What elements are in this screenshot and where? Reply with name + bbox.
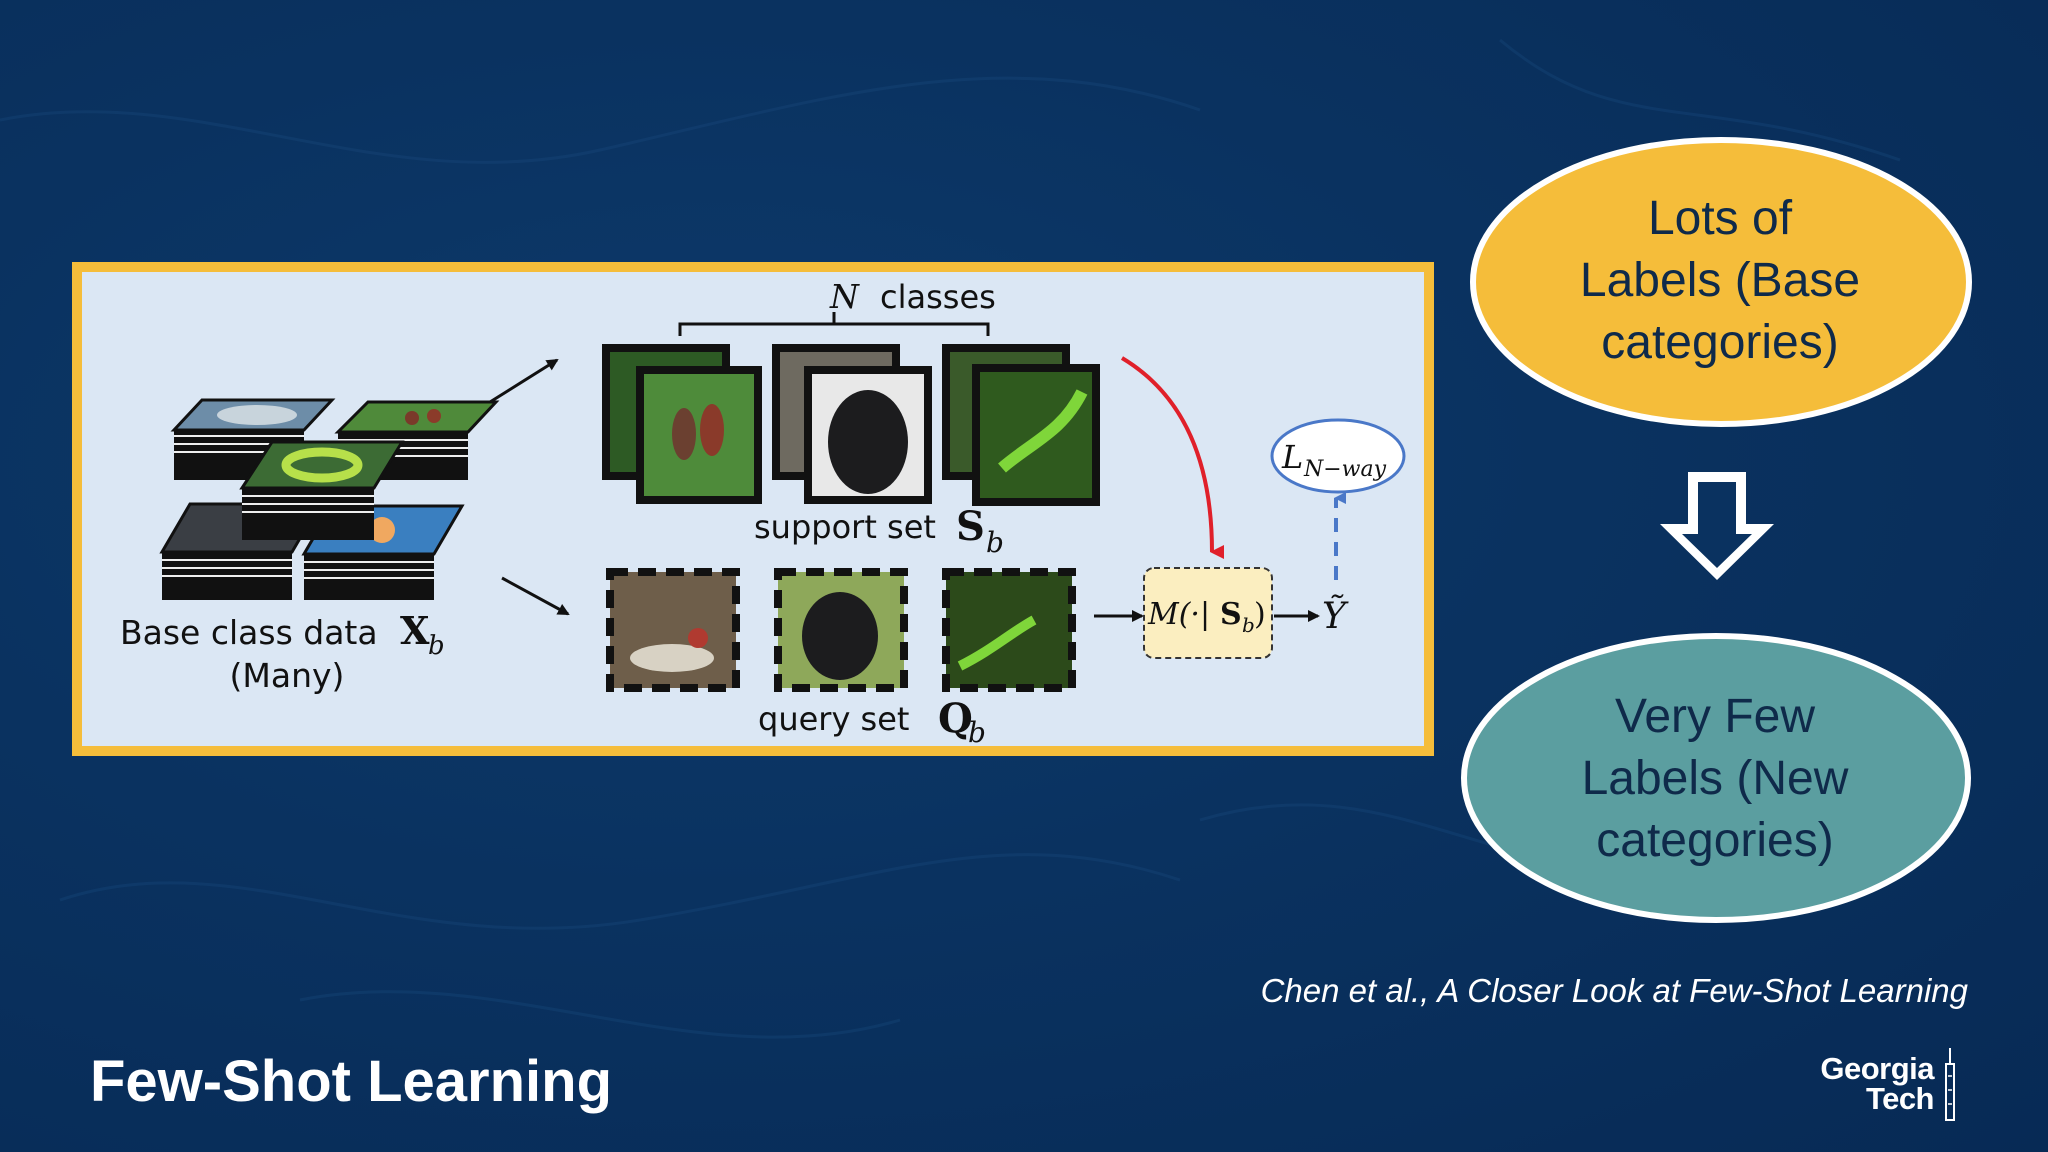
new-categories-ellipse bbox=[1461, 633, 1971, 923]
stack-jellyfish bbox=[301, 504, 465, 600]
slide-title: Few-Shot Learning bbox=[90, 1049, 612, 1114]
support-to-model-arrow bbox=[1120, 356, 1225, 559]
new-categories-line-2: Labels (New bbox=[1581, 752, 1849, 805]
base-categories-line-1: Lots of bbox=[1647, 192, 1793, 245]
support-set-label: support set bbox=[754, 508, 936, 546]
down-arrow-icon bbox=[1660, 472, 1774, 580]
support-set-images bbox=[602, 344, 1100, 506]
diagram-canvas: Base class data X b (Many) N classes sup… bbox=[120, 277, 1406, 746]
model-label-post: ) bbox=[1254, 597, 1266, 632]
many-label: (Many) bbox=[230, 656, 345, 695]
model-symbol: S bbox=[1220, 597, 1242, 632]
new-categories-line-3: categories) bbox=[1596, 814, 1834, 867]
base-categories-line-3: categories) bbox=[1601, 316, 1839, 369]
query-set-label: query set bbox=[758, 700, 909, 738]
model-label-pre: M(·| bbox=[1147, 597, 1210, 632]
classes-label: classes bbox=[880, 278, 996, 316]
output-label: Ỹ bbox=[1322, 595, 1349, 637]
support-set-subscript: b bbox=[986, 526, 1004, 559]
base-categories-text: Lots of Labels (Base categories) bbox=[1530, 188, 1910, 374]
arrow-to-query bbox=[501, 576, 570, 616]
georgia-tech-logo: Georgia Tech bbox=[1788, 1046, 1968, 1124]
logo-line-2: Tech bbox=[1865, 1081, 1935, 1116]
base-class-subscript: b bbox=[428, 631, 445, 661]
base-class-symbol: X bbox=[400, 608, 430, 653]
classes-brace bbox=[678, 312, 990, 336]
loss-subscript: N−way bbox=[1303, 457, 1387, 482]
query-set-symbol: Q bbox=[938, 695, 973, 742]
base-categories-line-2: Labels (Base bbox=[1579, 254, 1861, 307]
n-label: N bbox=[829, 277, 860, 316]
tower-icon bbox=[1945, 1048, 1955, 1121]
query-set-subscript: b bbox=[968, 716, 986, 746]
base-class-label: Base class data bbox=[120, 613, 378, 652]
base-class-stacks bbox=[159, 398, 500, 600]
stack-shark bbox=[170, 398, 336, 480]
model-box bbox=[1143, 567, 1273, 659]
logo-line-1: Georgia bbox=[1820, 1051, 1934, 1086]
arrow-to-support bbox=[489, 358, 559, 404]
query-set-images bbox=[606, 568, 1076, 692]
new-categories-text: Very Few Labels (New categories) bbox=[1520, 686, 1910, 872]
few-shot-diagram: Base class data X b (Many) N classes sup… bbox=[72, 262, 1434, 756]
citation: Chen et al., A Closer Look at Few-Shot L… bbox=[1260, 972, 1968, 1009]
loss-node bbox=[1270, 418, 1406, 494]
model-subscript: b bbox=[1242, 613, 1255, 637]
support-set-symbol: S bbox=[956, 503, 985, 550]
loss-label: L bbox=[1281, 438, 1303, 476]
base-categories-ellipse bbox=[1470, 137, 1972, 427]
new-categories-line-1: Very Few bbox=[1614, 690, 1816, 743]
stack-snake bbox=[239, 440, 405, 540]
